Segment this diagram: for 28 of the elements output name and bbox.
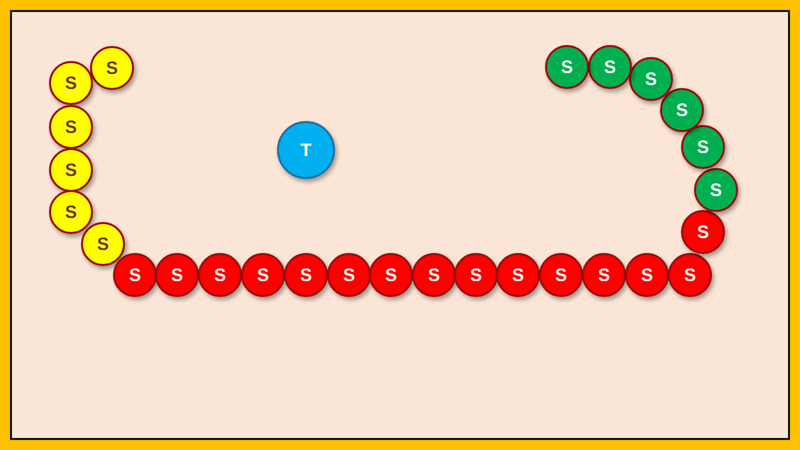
circle-token: S	[625, 253, 669, 297]
circle-token: S	[582, 253, 626, 297]
circle-token: T	[277, 121, 335, 179]
circle-token: S	[539, 253, 583, 297]
circle-token: S	[496, 253, 540, 297]
circle-token: S	[454, 253, 498, 297]
circle-token: S	[155, 253, 199, 297]
circle-token: S	[588, 45, 632, 89]
circle-token: S	[241, 253, 285, 297]
circle-token: S	[660, 88, 704, 132]
circle-token: S	[629, 57, 673, 101]
circle-token: S	[49, 148, 93, 192]
circle-token: S	[49, 105, 93, 149]
circle-token: S	[681, 125, 725, 169]
circle-token: S	[284, 253, 328, 297]
circle-token: S	[81, 222, 125, 266]
circle-token: S	[198, 253, 242, 297]
circle-token: S	[412, 253, 456, 297]
circle-token: S	[681, 210, 725, 254]
circle-token: S	[327, 253, 371, 297]
circle-token: S	[694, 168, 738, 212]
circle-token: S	[369, 253, 413, 297]
circle-token: S	[668, 253, 712, 297]
circle-token: S	[545, 45, 589, 89]
circle-token: S	[49, 61, 93, 105]
circle-token: S	[113, 253, 157, 297]
circle-token: S	[90, 46, 134, 90]
circle-token: S	[49, 190, 93, 234]
